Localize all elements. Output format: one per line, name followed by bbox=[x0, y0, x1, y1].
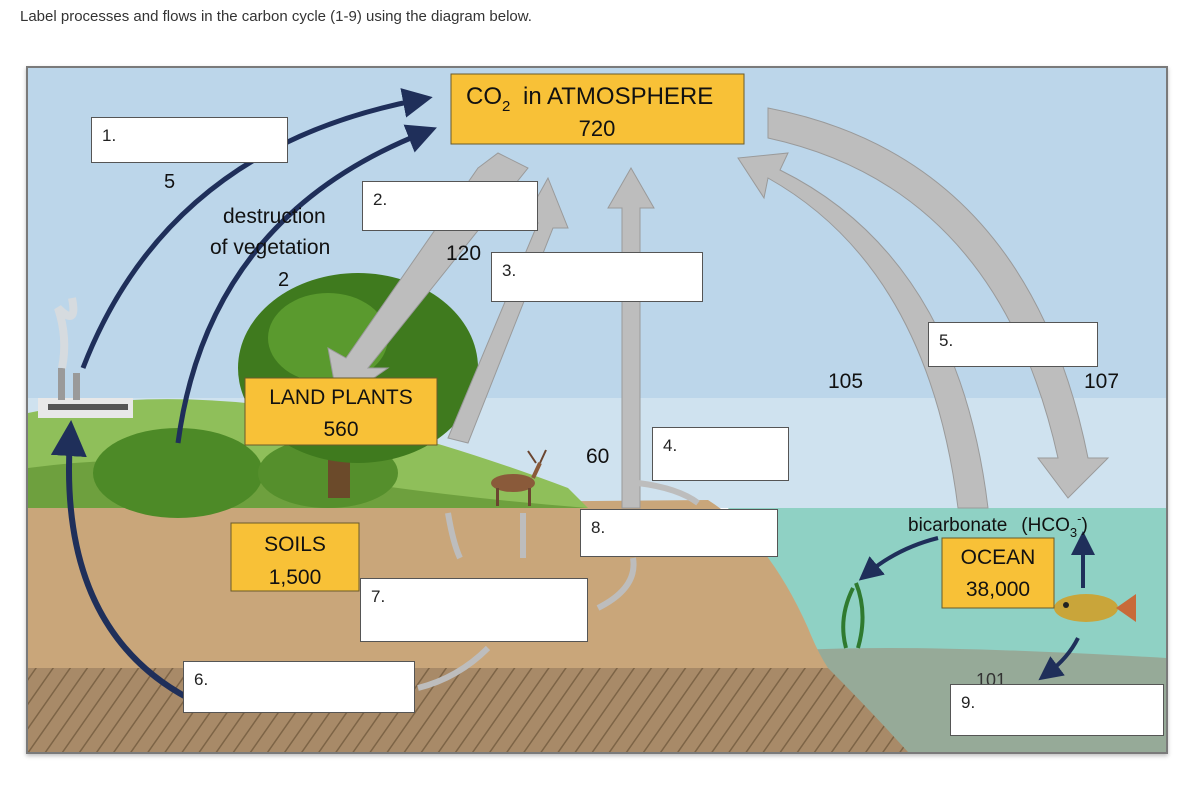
soils-value: 1,500 bbox=[269, 566, 322, 589]
answer-box-8[interactable]: 8. bbox=[580, 509, 778, 557]
land-plants-value: 560 bbox=[323, 418, 358, 441]
land-plants-name: LAND PLANTS bbox=[269, 386, 413, 409]
answer-box-7[interactable]: 7. bbox=[360, 578, 588, 642]
destruction-value: 2 bbox=[278, 269, 289, 291]
bicarbonate-label: bicarbonate(HCO3-) bbox=[908, 511, 1088, 540]
flow-60-value: 60 bbox=[586, 445, 609, 468]
answer-box-9[interactable]: 9. bbox=[950, 684, 1164, 736]
flow-107-value: 107 bbox=[1084, 370, 1119, 393]
diagram-canvas: CO2 in ATMOSPHERE 720 LAND PLANTS 560 SO… bbox=[28, 68, 1166, 752]
answer-box-5[interactable]: 5. bbox=[928, 322, 1098, 367]
answer-box-2[interactable]: 2. bbox=[362, 181, 538, 231]
ocean-value: 38,000 bbox=[966, 578, 1030, 601]
destruction-label-line1: destruction bbox=[223, 205, 326, 228]
instruction-text: Label processes and flows in the carbon … bbox=[20, 8, 532, 25]
answer-box-6[interactable]: 6. bbox=[183, 661, 415, 713]
flow-120-value: 120 bbox=[446, 242, 481, 265]
flow-105-value: 105 bbox=[828, 370, 863, 393]
flow-5-value: 5 bbox=[164, 171, 175, 193]
atmosphere-value: 720 bbox=[579, 116, 616, 141]
atmosphere-name: in ATMOSPHERE bbox=[523, 83, 713, 110]
carbon-cycle-diagram: CO2 in ATMOSPHERE 720 LAND PLANTS 560 SO… bbox=[26, 66, 1168, 754]
answer-box-1[interactable]: 1. bbox=[91, 117, 288, 163]
soils-name: SOILS bbox=[264, 533, 326, 556]
destruction-label-line2: of vegetation bbox=[210, 236, 330, 259]
answer-box-4[interactable]: 4. bbox=[652, 427, 789, 481]
ocean-name: OCEAN bbox=[961, 546, 1036, 569]
answer-box-3[interactable]: 3. bbox=[491, 252, 703, 302]
